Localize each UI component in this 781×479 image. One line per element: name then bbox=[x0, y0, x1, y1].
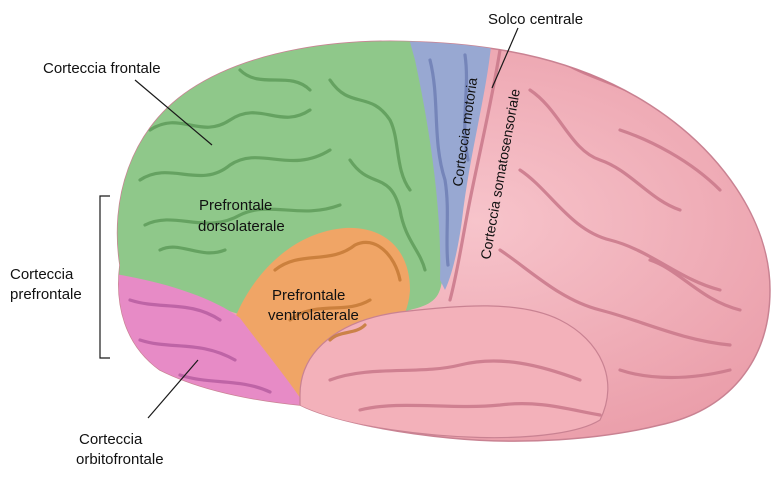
orbitofrontal-label-line1: Corteccia bbox=[79, 431, 143, 448]
ventrolateral-label-line1: Prefrontale bbox=[272, 287, 345, 304]
prefrontal-cortex-label-line1: Corteccia bbox=[10, 266, 74, 283]
orbitofrontal-label-line2: orbitofrontale bbox=[76, 451, 164, 468]
dorsolateral-label-line2: dorsolaterale bbox=[198, 218, 285, 235]
prefrontal-bracket bbox=[100, 196, 110, 358]
ventrolateral-label-line2: ventrolaterale bbox=[268, 307, 359, 324]
prefrontal-cortex-label-line2: prefrontale bbox=[10, 286, 82, 303]
central-sulcus-label: Solco centrale bbox=[488, 11, 583, 28]
dorsolateral-label-line1: Prefrontale bbox=[199, 197, 272, 214]
frontal-cortex-label: Corteccia frontale bbox=[43, 60, 161, 77]
